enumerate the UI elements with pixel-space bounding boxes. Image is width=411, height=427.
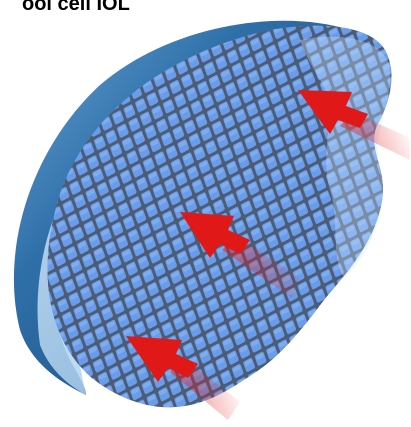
lens-illustration [0, 0, 411, 427]
